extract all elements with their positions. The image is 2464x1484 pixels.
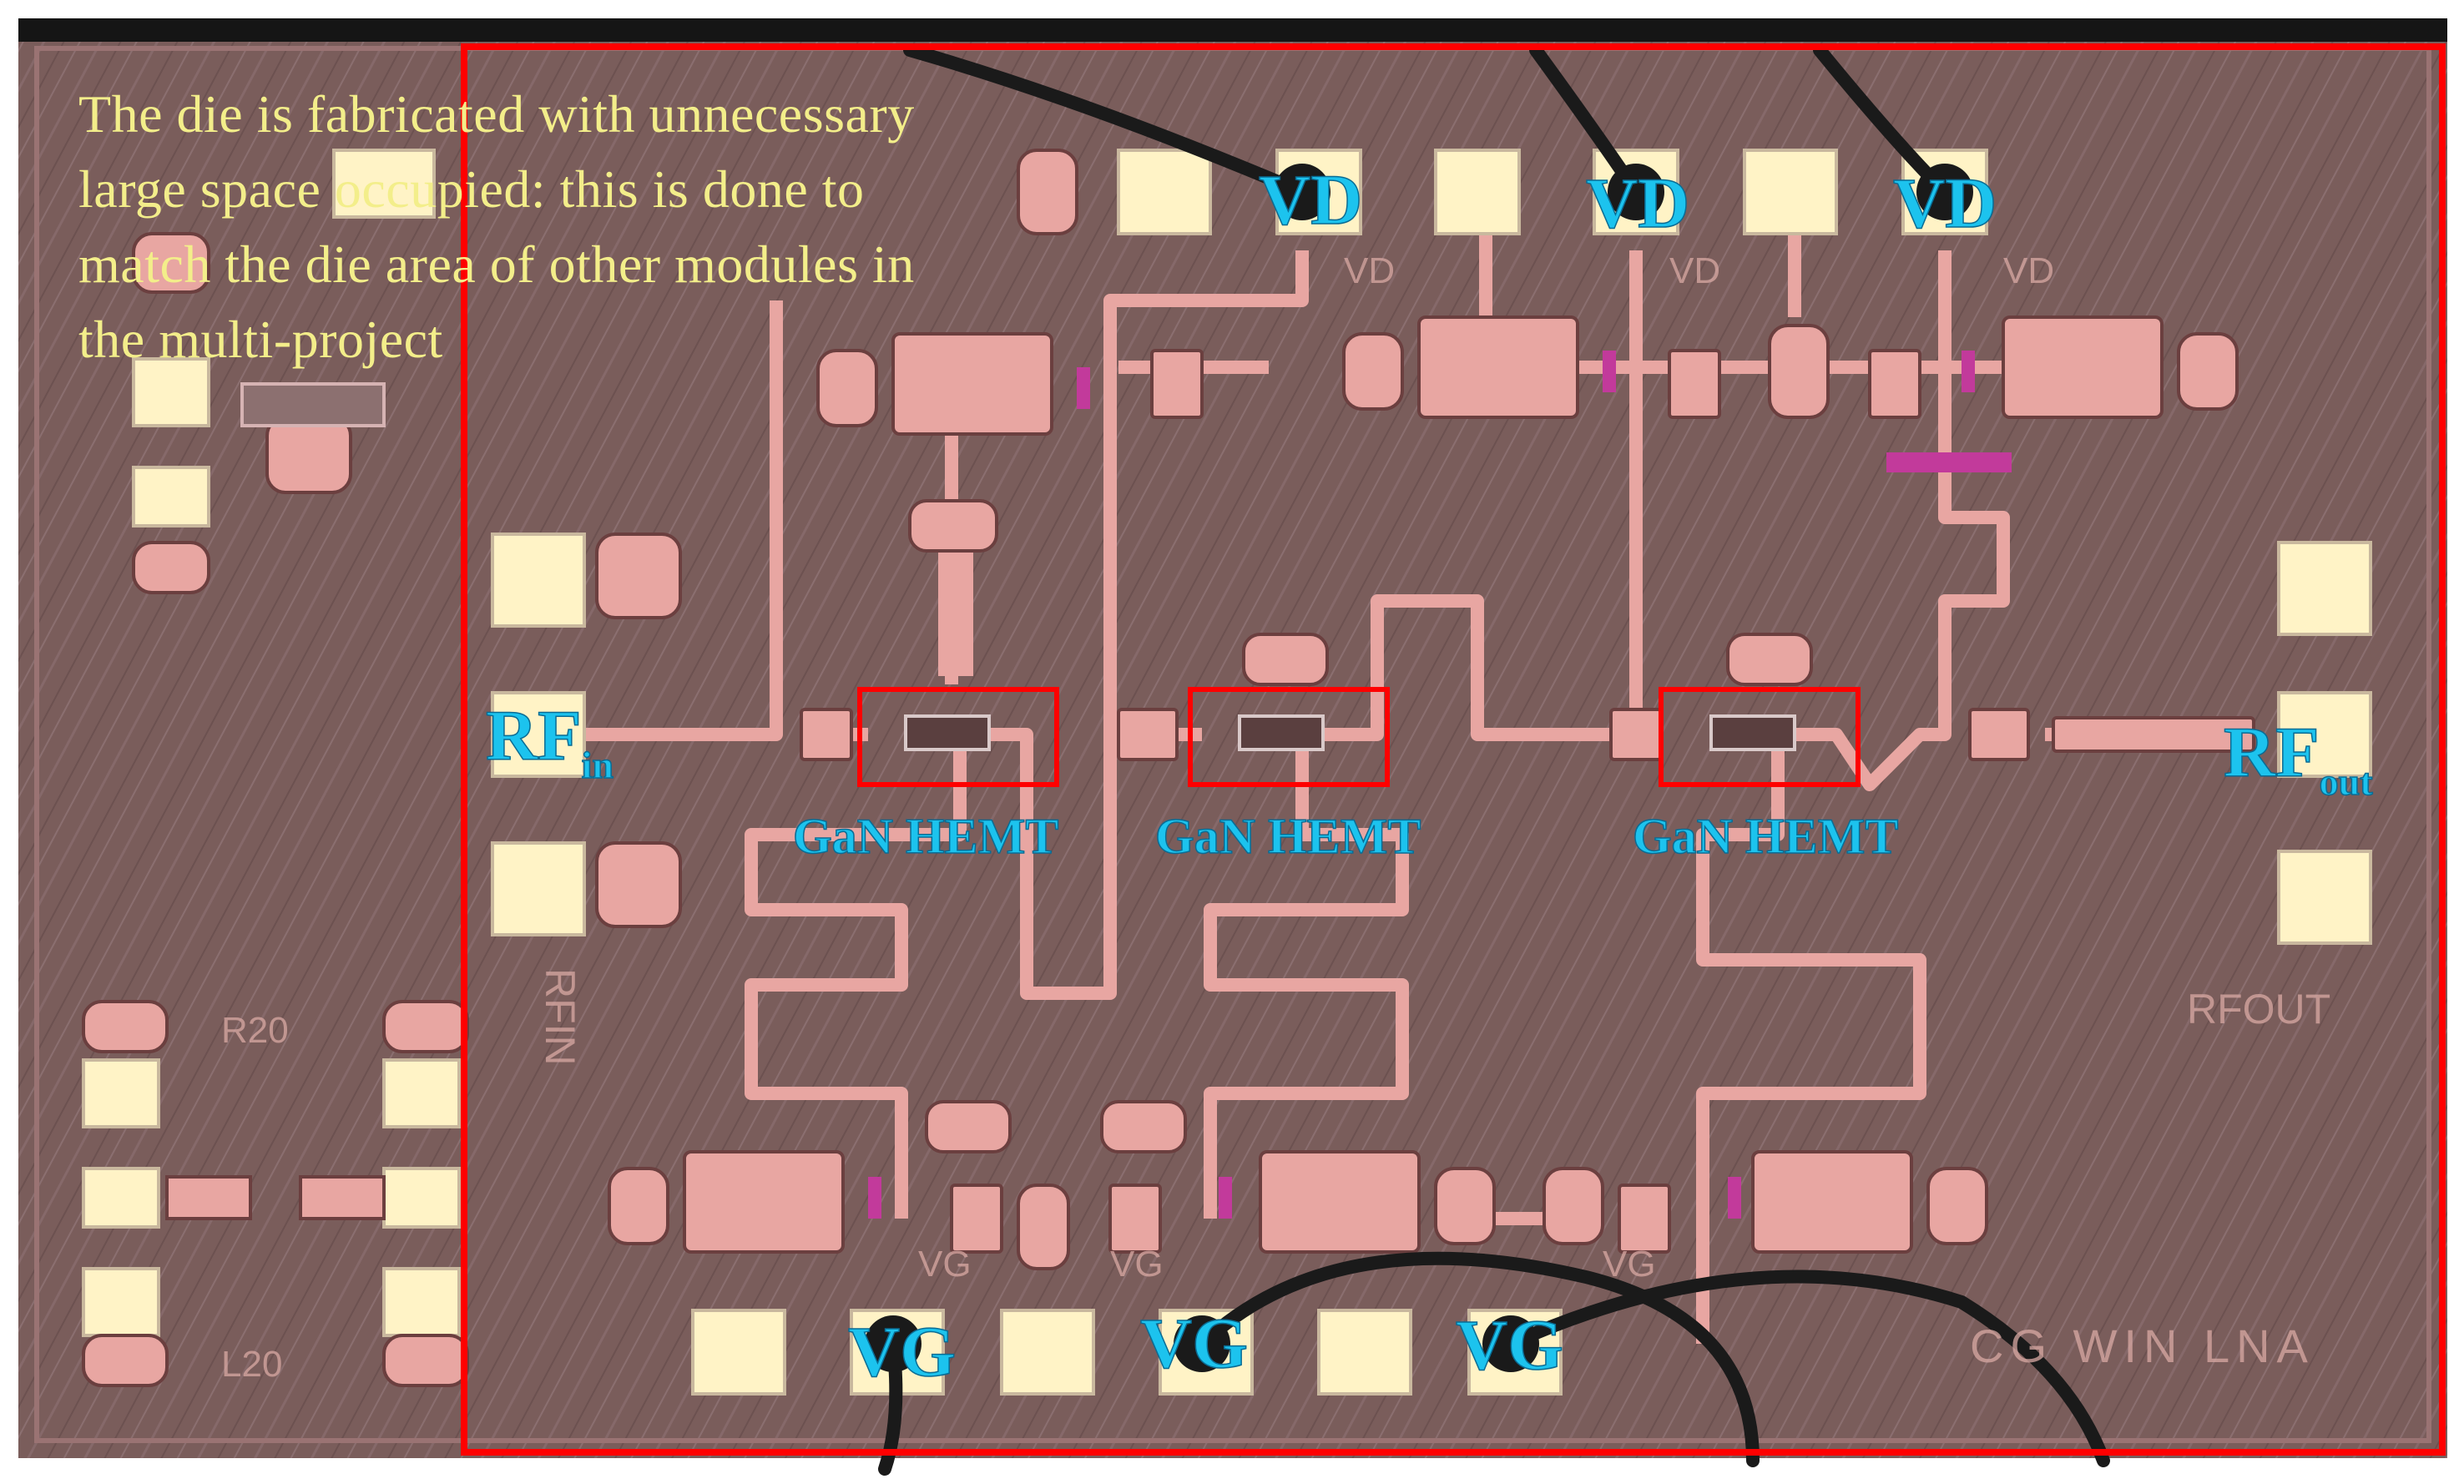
note-line: The die is fabricated with unnecessary [78, 84, 915, 144]
die-mark-vg-1: VG [918, 1244, 972, 1285]
vg-label-3: VG [1455, 1305, 1564, 1385]
note-line: large space occupied: this is done to [78, 159, 865, 219]
resistors [868, 351, 2012, 1219]
rf-out-subscript: out [2319, 760, 2373, 804]
hemt-label-2: GaN HEMT [1154, 809, 1421, 864]
vg-label-1: VG [847, 1311, 957, 1391]
rf-out-label: RFout [2223, 715, 2373, 804]
die-mark-rfin: RFIN [537, 968, 583, 1066]
die-mark-vd-1: VD [1344, 250, 1396, 291]
hemt-cells [904, 714, 1796, 751]
vd-label-3: VD [1892, 163, 1997, 243]
lna-region-frame [461, 43, 2446, 1456]
via-pad [908, 499, 998, 553]
rf-out-main: RF [2223, 712, 2320, 792]
die-mark-l20: L20 [221, 1344, 283, 1385]
die-mark-vd-3: VD [2003, 250, 2055, 291]
rf-in-main: RF [485, 695, 582, 775]
hemt-highlight-3 [1659, 687, 1861, 787]
bond-wires [878, 43, 2110, 1476]
die-mark-vg-3: VG [1603, 1244, 1656, 1285]
note-line: match the die area of other modules in [78, 235, 915, 294]
die-mark-vg-2: VG [1110, 1244, 1164, 1285]
wire-bond-balls [865, 164, 1973, 1372]
rf-in-label: RFin [485, 699, 614, 787]
unused-left-region [82, 232, 469, 1387]
die-mark-rfout: RFOUT [2187, 986, 2331, 1032]
hemt-highlight-1 [857, 687, 1059, 787]
hemt-label-1: GaN HEMT [792, 809, 1059, 864]
vg-label-2: VG [1139, 1303, 1249, 1383]
vd-label-2: VD [1585, 163, 1690, 243]
rf-in-subscript: in [581, 743, 614, 787]
die-mark-stamp: CG WIN LNA [1970, 1320, 2315, 1372]
hemt-label-3: GaN HEMT [1632, 809, 1899, 864]
hemt-highlight-2 [1188, 687, 1390, 787]
vd-label-1: VD [1258, 159, 1363, 240]
note-line: the multi-project [78, 310, 443, 369]
die-area-note: The die is fabricated with unnecessary l… [78, 77, 1063, 377]
die-mark-vd-2: VD [1669, 250, 1721, 291]
unused-inductor [240, 382, 386, 427]
die-mark-r20: R20 [221, 1010, 289, 1051]
die-top-edge [18, 18, 2447, 42]
